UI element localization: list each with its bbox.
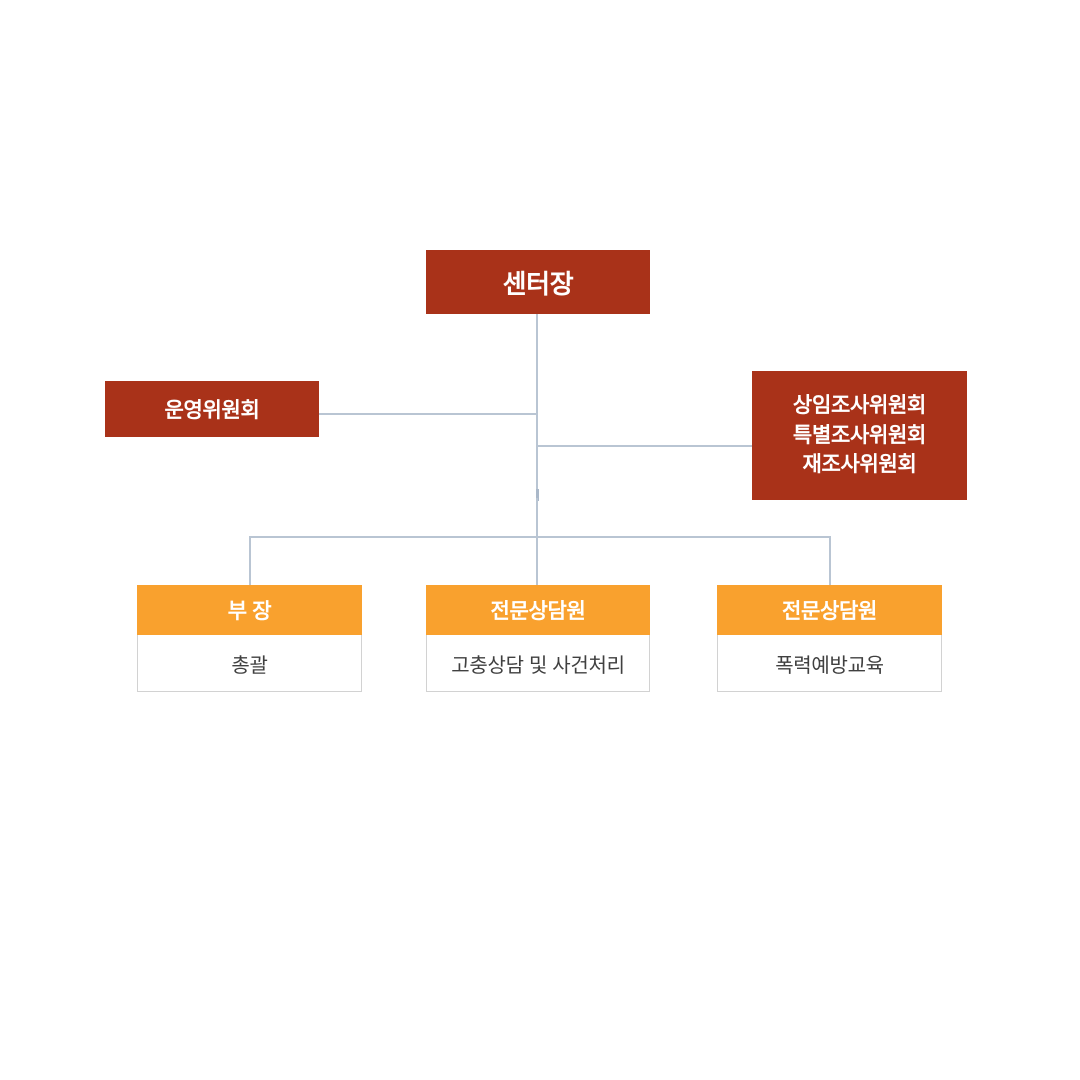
connector-drop-to-card-3: [829, 536, 831, 586]
node-steering-committee-label: 운영위원회: [164, 399, 260, 422]
card-department-head[interactable]: 부 장 총괄: [137, 585, 362, 692]
card-department-head-title: 부 장: [137, 585, 362, 635]
connector-trunk-upper: [536, 314, 538, 495]
node-investigation-committee-line-2: 특별조사위원회: [792, 423, 927, 447]
connector-trunk-lower: [536, 498, 538, 586]
connector-branch-to-investigation-committees: [537, 445, 753, 447]
connector-branch-to-steering-committee: [319, 413, 538, 415]
node-investigation-committees[interactable]: 상임조사위원회 특별조사위원회 재조사위원회: [752, 371, 967, 500]
node-steering-committee[interactable]: 운영위원회: [105, 381, 319, 437]
card-counselor-prevention-title: 전문상담원: [717, 585, 942, 635]
card-counselor-grievance-duty: 고충상담 및 사건처리: [426, 635, 650, 692]
card-department-head-duty: 총괄: [137, 635, 362, 692]
connector-distribution-bar: [249, 536, 831, 538]
connector-trunk-joint: [536, 489, 539, 501]
node-investigation-committee-line-3: 재조사위원회: [802, 453, 917, 477]
node-investigation-committee-line-1: 상임조사위원회: [792, 393, 927, 417]
card-counselor-grievance[interactable]: 전문상담원 고충상담 및 사건처리: [426, 585, 650, 692]
node-center-director[interactable]: 센터장: [426, 250, 650, 314]
card-counselor-prevention-duty: 폭력예방교육: [717, 635, 942, 692]
connector-drop-to-card-1: [249, 536, 251, 586]
card-counselor-prevention[interactable]: 전문상담원 폭력예방교육: [717, 585, 942, 692]
card-counselor-grievance-title: 전문상담원: [426, 585, 650, 635]
node-center-director-label: 센터장: [502, 268, 574, 299]
